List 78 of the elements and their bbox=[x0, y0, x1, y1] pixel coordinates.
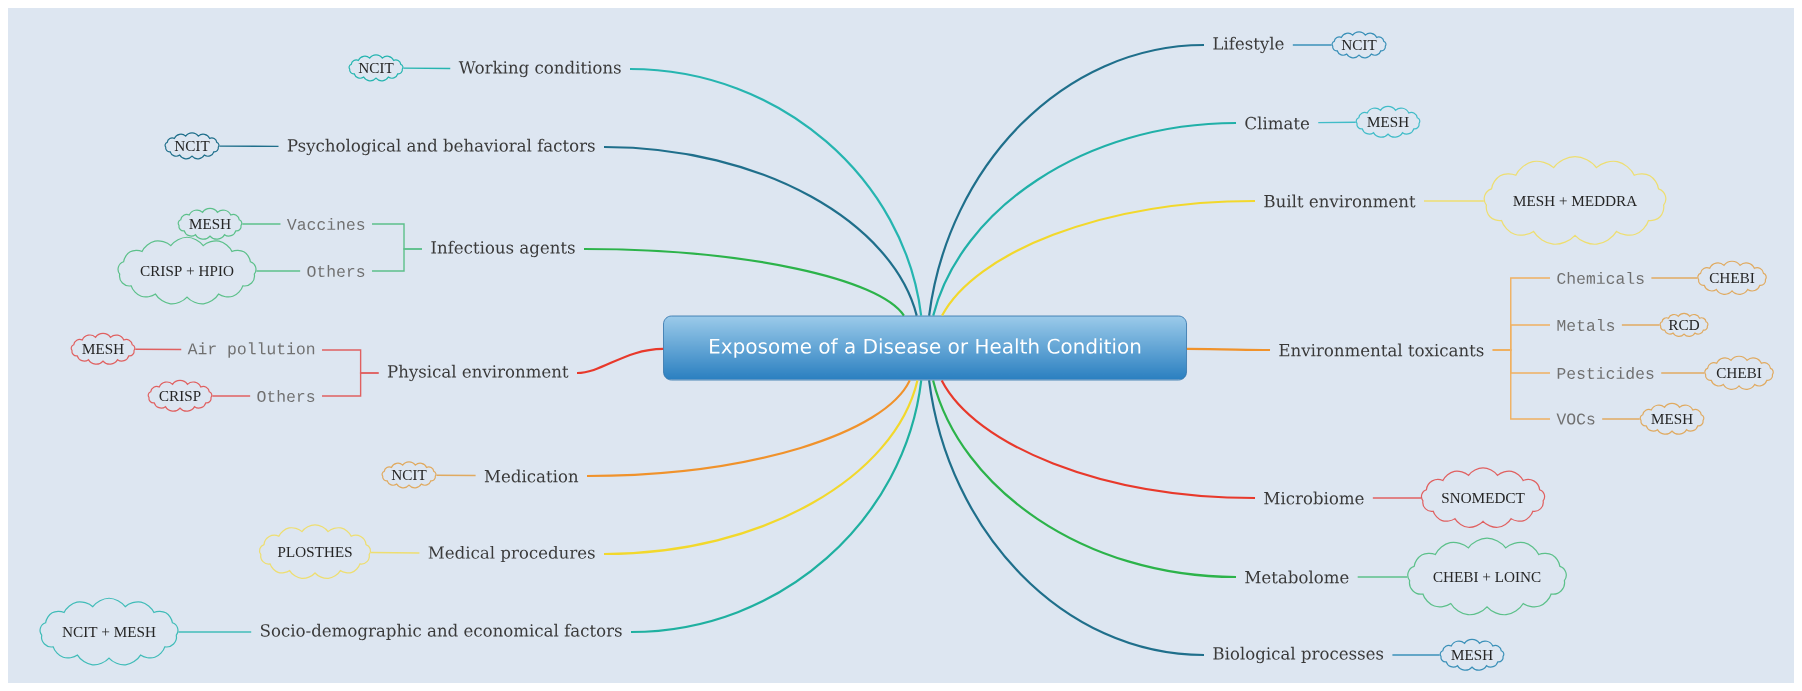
topic-label: Working conditions bbox=[458, 60, 621, 78]
connector-line bbox=[1357, 576, 1409, 578]
subtopic-label: Metals bbox=[1557, 319, 1615, 331]
branch-line bbox=[576, 347, 664, 375]
topic-label: Infectious agents bbox=[431, 240, 575, 258]
cloud-tag: MESH bbox=[1439, 638, 1505, 671]
topic-label: Built environment bbox=[1264, 194, 1416, 208]
topic-label: Socio-demographic and economical factors bbox=[261, 623, 622, 641]
cloud-tag: MESH bbox=[177, 207, 243, 240]
connector-line bbox=[1292, 44, 1333, 46]
connector-line bbox=[1423, 200, 1485, 202]
connector-line bbox=[1601, 418, 1641, 420]
connector-line bbox=[370, 551, 421, 554]
branch-line bbox=[603, 145, 918, 316]
subtopic-label: Vaccines bbox=[286, 218, 365, 230]
connector-line bbox=[1650, 277, 1698, 279]
topic-label: Biological processes bbox=[1213, 646, 1384, 664]
cloud-tag: MESH bbox=[1639, 402, 1705, 435]
topic-label: Psychological and behavioral factors bbox=[287, 138, 595, 156]
connector-line bbox=[134, 348, 182, 351]
topic-label: Metabolome bbox=[1245, 570, 1349, 584]
branch-line bbox=[928, 43, 1205, 316]
connector-line bbox=[177, 631, 252, 633]
cloud-tag: RCD bbox=[1659, 312, 1709, 337]
connector-line bbox=[241, 223, 282, 225]
connector-line bbox=[255, 270, 301, 272]
branch-line bbox=[928, 380, 1205, 657]
branch-line bbox=[587, 379, 911, 478]
subtopic-label: Others bbox=[257, 390, 315, 403]
subtopic-label: Others bbox=[307, 265, 365, 277]
connector-line bbox=[1660, 372, 1705, 374]
cloud-tag: MESH bbox=[70, 332, 136, 365]
branch-line bbox=[584, 247, 905, 317]
branch-line bbox=[932, 380, 1237, 579]
connector-line bbox=[402, 67, 451, 70]
topic-label: Climate bbox=[1245, 116, 1310, 130]
subtopic-label: Pesticides bbox=[1557, 366, 1654, 380]
cloud-tag: NCIT bbox=[164, 132, 220, 160]
cloud-tag: MESH bbox=[1355, 105, 1421, 138]
branch-line bbox=[941, 199, 1256, 317]
branch-line bbox=[932, 121, 1237, 316]
connector-line bbox=[1391, 654, 1441, 656]
cloud-tag: NCIT + MESH bbox=[39, 597, 179, 666]
bracket-connector bbox=[371, 248, 423, 272]
topic-label: Physical environment bbox=[387, 364, 569, 382]
subtopic-label: VOCs bbox=[1556, 413, 1595, 425]
cloud-tag: CRISP bbox=[147, 379, 213, 412]
cloud-tag: NCIT bbox=[348, 54, 404, 82]
topic-label: Medication bbox=[484, 469, 579, 483]
branch-line bbox=[603, 380, 919, 556]
connector-line bbox=[218, 145, 280, 148]
topic-label: Microbiome bbox=[1264, 491, 1364, 505]
branch-line bbox=[630, 380, 923, 634]
cloud-tag: CHEBI + LOINC bbox=[1407, 537, 1567, 616]
subtopic-label: Chemicals bbox=[1557, 272, 1644, 284]
cloud-tag: CHEBI bbox=[1704, 355, 1774, 390]
cloud-tag: NCIT bbox=[381, 461, 437, 489]
branch-line bbox=[940, 379, 1256, 500]
connector-line bbox=[1372, 497, 1422, 499]
topic-label: Lifestyle bbox=[1213, 36, 1284, 54]
title-box: Exposome of a Disease or Health Condition bbox=[663, 315, 1187, 381]
cloud-tag: NCIT bbox=[1331, 31, 1387, 59]
cloud-tag: CHEBI bbox=[1697, 260, 1767, 295]
bracket-connector bbox=[321, 372, 380, 397]
cloud-tag: PLOSTHES bbox=[259, 524, 372, 580]
branch-line bbox=[629, 67, 923, 316]
cloud-tag: MESH + MEDDRA bbox=[1483, 155, 1667, 245]
connector-line bbox=[211, 395, 251, 397]
subtopic-label: Air pollution bbox=[187, 342, 315, 358]
connector-line bbox=[1317, 121, 1357, 124]
branch-line bbox=[1186, 347, 1271, 352]
topic-label: Medical procedures bbox=[428, 546, 595, 563]
connector-line bbox=[1621, 324, 1661, 326]
cloud-tag: CRISP + HPIO bbox=[117, 236, 257, 305]
bracket-connector bbox=[1492, 349, 1551, 420]
cloud-tag: SNOMEDCT bbox=[1420, 467, 1546, 528]
topic-label: Environmental toxicants bbox=[1279, 343, 1484, 357]
connector-line bbox=[435, 474, 477, 477]
